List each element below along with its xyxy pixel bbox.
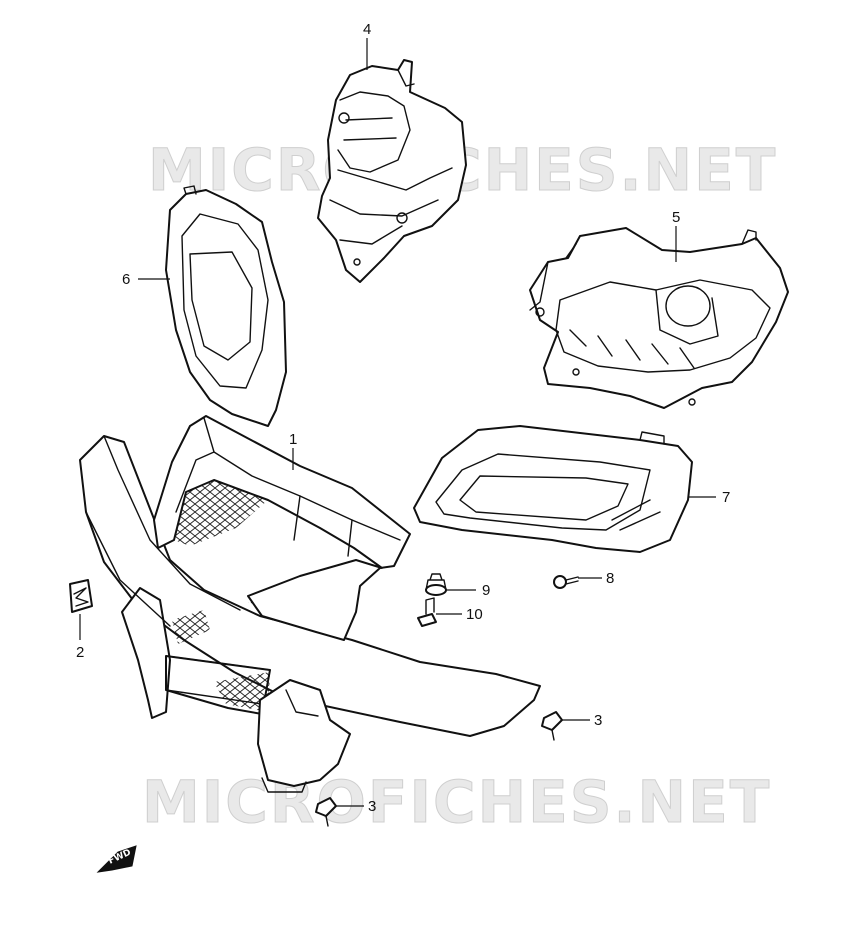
part-9-grommet (425, 573, 447, 596)
callout-9: 9 (482, 582, 490, 599)
part-1-front-cowl (79, 415, 541, 793)
callout-4: 4 (363, 21, 371, 38)
part-10-bolt (417, 597, 437, 627)
part-3-clip-lower (315, 797, 337, 827)
callout-6: 6 (122, 271, 130, 288)
callout-3-lower: 3 (368, 798, 376, 815)
part-2-emblem (69, 579, 93, 613)
callout-5: 5 (672, 209, 680, 226)
callout-3-upper: 3 (594, 712, 602, 729)
part-3-clip-upper (541, 711, 563, 741)
callout-2: 2 (76, 644, 84, 661)
fwd-arrow-icon: FWD (96, 845, 137, 873)
part-6-bezel (165, 185, 287, 427)
callout-8: 8 (606, 570, 614, 587)
watermark-bottom: MICROFICHES.NET (142, 768, 771, 836)
callout-10: 10 (466, 606, 483, 623)
part-4-bracket (317, 59, 467, 283)
callout-1: 1 (289, 431, 297, 448)
callout-7: 7 (722, 489, 730, 506)
leader-lines (79, 38, 716, 807)
part-8-screw (553, 575, 579, 589)
part-5-tray (529, 227, 789, 409)
part-7-bezel (413, 425, 693, 553)
